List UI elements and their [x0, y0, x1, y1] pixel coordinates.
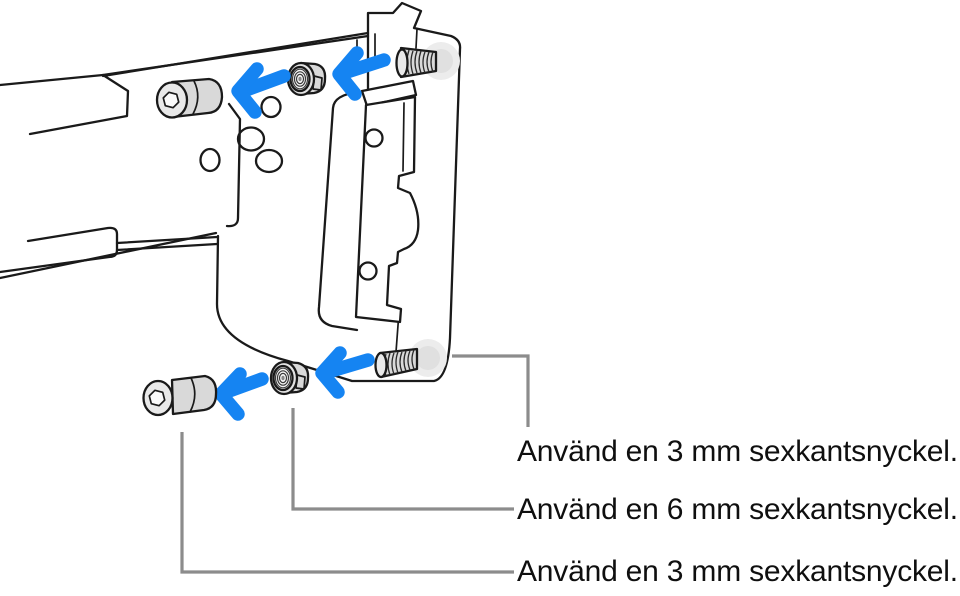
screw-holes	[199, 95, 284, 174]
left-arrow-icon	[315, 346, 375, 399]
bottom-standoff-nut	[269, 360, 310, 396]
left-arrow-icon	[231, 62, 291, 119]
left-arrow-icon	[214, 367, 269, 421]
callout-label-3mm-top: Använd en 3 mm sexkantsnyckel.	[517, 435, 958, 468]
screw-hole	[199, 147, 221, 173]
left-arrow-icon	[332, 46, 391, 101]
bracket-channel-plate	[354, 79, 420, 324]
top-standoff-nut	[286, 61, 327, 97]
bottom-fastener-row	[142, 339, 447, 421]
callout-line-standoff-nut	[291, 408, 514, 511]
screw-hole	[236, 126, 266, 152]
callout-lines	[180, 354, 530, 574]
bottom-socket-screw	[142, 374, 218, 417]
plate-hole	[358, 261, 378, 281]
plate-hole	[364, 128, 384, 148]
top-fastener-row	[155, 42, 460, 119]
top-captive-screw	[395, 42, 460, 80]
screw-hole	[260, 95, 282, 119]
hex-socket	[162, 91, 180, 109]
hex-socket	[148, 389, 166, 407]
mounting-bracket	[199, 1, 462, 383]
bottom-captive-screw	[374, 339, 447, 379]
rack-rail	[0, 31, 370, 280]
callout-line-captive-screw	[452, 354, 530, 427]
screw-hole	[254, 148, 284, 174]
callout-label-3mm-bottom: Använd en 3 mm sexkantsnyckel.	[517, 555, 958, 588]
callout-label-6mm: Använd en 6 mm sexkantsnyckel.	[517, 493, 958, 526]
callout-line-socket-screw	[180, 432, 514, 574]
top-socket-screw	[155, 77, 224, 119]
